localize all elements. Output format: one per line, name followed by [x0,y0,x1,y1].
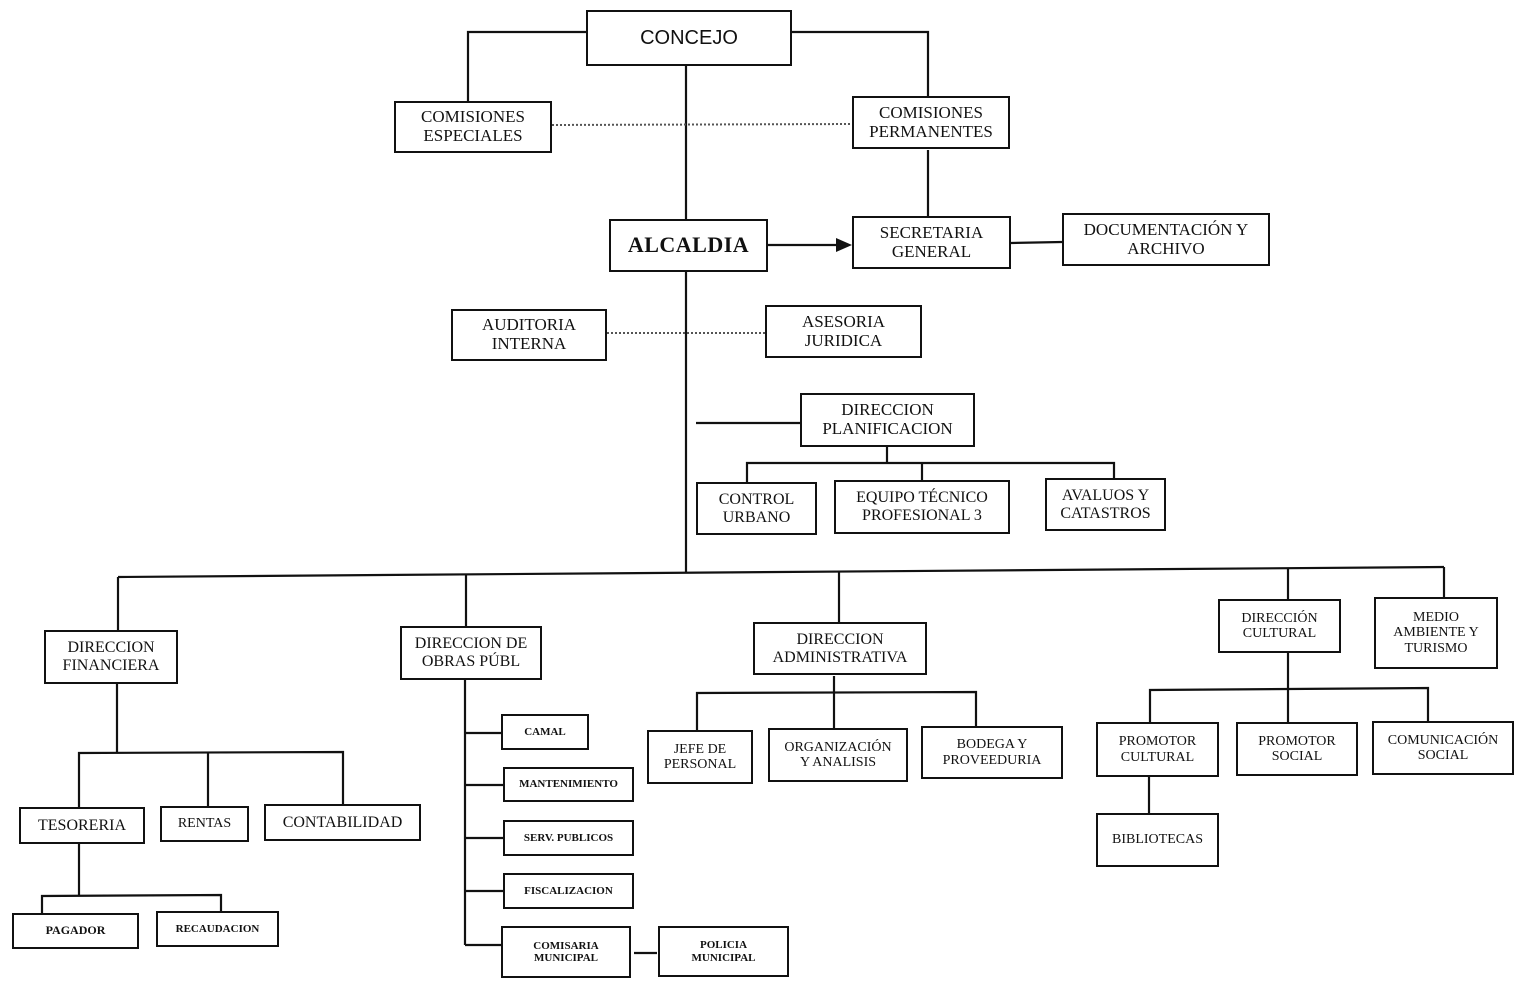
node-promotor-social[interactable]: PROMOTOR SOCIAL [1236,722,1358,776]
node-secretaria-general[interactable]: SECRETARIA GENERAL [852,216,1011,269]
node-alcaldia[interactable]: ALCALDIA [609,219,768,272]
node-auditoria-interna[interactable]: AUDITORIA INTERNA [451,309,607,361]
node-comunicacion-social[interactable]: COMUNICACIÓN SOCIAL [1372,721,1514,775]
node-comisiones-especiales[interactable]: COMISIONES ESPECIALES [394,101,552,153]
connector-main-bus [117,565,1445,579]
node-bibliotecas[interactable]: BIBLIOTECAS [1096,813,1219,867]
node-avaluos-catastros[interactable]: AVALUOS Y CATASTROS [1045,478,1166,531]
node-fiscalizacion[interactable]: FISCALIZACION [503,873,634,909]
node-mantenimiento[interactable]: MANTENIMIENTO [503,767,634,802]
connector-secretaria-documentacion [1010,240,1063,245]
node-direccion-cultural[interactable]: DIRECCIÓN CULTURAL [1218,599,1341,653]
node-jefe-personal[interactable]: JEFE DE PERSONAL [647,730,753,784]
node-equipo-tecnico[interactable]: EQUIPO TÉCNICO PROFESIONAL 3 [834,480,1010,534]
node-serv-publicos[interactable]: SERV. PUBLICOS [503,820,634,856]
node-direccion-financiera[interactable]: DIRECCION FINANCIERA [44,630,178,684]
node-contabilidad[interactable]: CONTABILIDAD [264,804,421,841]
node-policia-municipal[interactable]: POLICIA MUNICIPAL [658,926,789,977]
connector-planificacion-bus [745,461,1116,484]
node-camal[interactable]: CAMAL [501,714,589,750]
node-direccion-obras[interactable]: DIRECCION DE OBRAS PÚBL [400,626,542,680]
node-comisaria-municipal[interactable]: COMISARIA MUNICIPAL [501,926,631,978]
node-promotor-cultural[interactable]: PROMOTOR CULTURAL [1096,722,1219,777]
node-direccion-administrativa[interactable]: DIRECCION ADMINISTRATIVA [753,622,927,675]
node-direccion-planificacion[interactable]: DIRECCION PLANIFICACION [800,393,975,447]
node-medio-ambiente[interactable]: MEDIO AMBIENTE Y TURISMO [1374,597,1498,669]
connector-financiera-bus [77,750,345,808]
node-pagador[interactable]: PAGADOR [12,913,139,949]
node-control-urbano[interactable]: CONTROL URBANO [696,482,817,535]
connector-administrativa-bus [695,690,978,730]
node-concejo[interactable]: CONCEJO [586,10,792,66]
dotted-comisiones-link [551,123,853,126]
connector-tesoreria-bus [40,893,223,914]
node-recaudacion[interactable]: RECAUDACION [156,911,279,947]
connector-concejo-comisiones-permanentes [792,30,930,96]
connector-concejo-comisiones-especiales [466,30,586,101]
node-rentas[interactable]: RENTAS [160,806,249,842]
node-comisiones-permanentes[interactable]: COMISIONES PERMANENTES [852,96,1010,149]
node-bodega-proveeduria[interactable]: BODEGA Y PROVEEDURIA [921,726,1063,779]
node-tesoreria[interactable]: TESORERIA [19,807,145,844]
node-organizacion-analisis[interactable]: ORGANIZACIÓN Y ANALISIS [768,728,908,782]
node-asesoria-juridica[interactable]: ASESORIA JURIDICA [765,305,922,358]
arrow-head-icon [836,238,852,252]
node-documentacion-archivo[interactable]: DOCUMENTACIÓN Y ARCHIVO [1062,213,1270,266]
